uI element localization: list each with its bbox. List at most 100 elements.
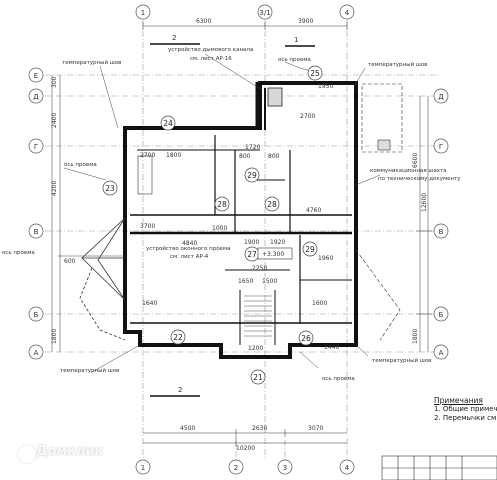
bay-roof bbox=[79, 217, 126, 341]
idim: 1000 bbox=[212, 225, 227, 232]
idim: 1960 bbox=[318, 255, 333, 262]
dim-top-6300: 6300 bbox=[196, 18, 211, 25]
idim: 3700 bbox=[140, 223, 155, 230]
idim: 1800 bbox=[166, 152, 181, 159]
callout-28a: 28 bbox=[217, 200, 227, 209]
dim-left-300: 300 bbox=[51, 76, 58, 88]
axis-top-2: 3/1 bbox=[259, 9, 270, 17]
dim-right-6600: 6600 bbox=[412, 153, 419, 168]
axis-bottom-2: 2 bbox=[234, 464, 238, 472]
idim: 1200 bbox=[248, 345, 263, 352]
dim-top-3900: 3900 bbox=[298, 18, 313, 25]
axis-left-g: Г bbox=[34, 143, 38, 151]
idim: 1920 bbox=[270, 239, 285, 246]
watermark-logo-icon bbox=[18, 445, 36, 463]
room-callout-labels: 23 24 25 26 27 28 28 29 29 21 22 bbox=[105, 69, 320, 382]
note-bay: устройство оконного проема bbox=[146, 245, 230, 252]
note-comm-shaft: коммуникационная шахта bbox=[370, 168, 447, 174]
interior-dimensions: 1950 2700 2700 1800 1720 800 800 4760 48… bbox=[64, 83, 339, 352]
axis-bottom-1: 1 bbox=[141, 464, 145, 472]
axis-left-a: А bbox=[34, 349, 39, 357]
callout-26: 26 bbox=[301, 334, 311, 343]
leader-lines bbox=[58, 53, 381, 373]
note-bay-sheet: см. лист АР-4 bbox=[170, 254, 209, 260]
annotation-labels: температурный шов устройство дымового ка… bbox=[2, 46, 461, 382]
section-mark-2-top: 2 bbox=[172, 34, 176, 42]
notes-item-2: 2. Перемычки см bbox=[434, 414, 497, 422]
idim: 800 bbox=[268, 153, 280, 160]
axis-left-v: В bbox=[34, 228, 39, 236]
callout-23: 23 bbox=[105, 184, 115, 193]
note-opening-bay: ось проема bbox=[2, 250, 35, 256]
callout-28b: 28 bbox=[267, 200, 277, 209]
dim-right-12600: 12600 bbox=[421, 193, 428, 212]
axis-left-e: Е bbox=[34, 72, 38, 80]
section-mark-2-bottom: 2 bbox=[178, 386, 182, 394]
axis-bottom-4: 4 bbox=[345, 464, 350, 472]
idim: 600 bbox=[64, 258, 76, 265]
callout-25: 25 bbox=[310, 69, 320, 78]
note-temp-seam-br: температурный шов bbox=[372, 357, 431, 364]
axis-labels: 1 3/1 4 1 2 3 4 Е Д Г В Б А Д Г В Б А bbox=[33, 9, 444, 472]
note-chimney-sheet: см. лист АР-16 bbox=[190, 56, 232, 62]
notes-item-1: 1. Общие примеча bbox=[434, 405, 497, 413]
axis-left-d: Д bbox=[33, 93, 39, 101]
elevation-mark: +3.300 bbox=[262, 251, 284, 258]
watermark-text: Домклик bbox=[36, 444, 104, 459]
building-walls bbox=[123, 81, 358, 359]
note-temp-seam-tr: температурный шов bbox=[368, 61, 427, 68]
callout-29a: 29 bbox=[247, 171, 257, 180]
door-frame bbox=[137, 155, 153, 195]
note-opening-top: ось проема bbox=[278, 57, 311, 63]
dim-right-1800: 1800 bbox=[412, 329, 419, 344]
callout-21: 21 bbox=[253, 373, 263, 382]
note-opening-left: ось проема bbox=[64, 162, 97, 168]
idim: 1440 bbox=[324, 344, 339, 351]
balcony bbox=[355, 83, 403, 341]
stairs bbox=[244, 295, 272, 337]
room-callout-circles bbox=[102, 65, 323, 385]
idim: 4840 bbox=[182, 240, 197, 247]
general-notes: Примечания 1. Общие примеча 2. Перемычки… bbox=[434, 396, 497, 423]
callout-29b: 29 bbox=[305, 245, 315, 254]
callout-27: 27 bbox=[247, 250, 257, 259]
axis-right-a: А bbox=[439, 349, 444, 357]
dim-bottom-3070: 3070 bbox=[308, 425, 323, 432]
idim: 2250 bbox=[252, 265, 267, 272]
dim-left-1800: 1800 bbox=[51, 329, 58, 344]
title-block bbox=[381, 455, 497, 480]
axis-grid bbox=[45, 20, 440, 460]
callout-24: 24 bbox=[163, 119, 173, 128]
idim: 2700 bbox=[300, 113, 315, 120]
idim: 2700 bbox=[140, 152, 155, 159]
dim-left-2400: 2400 bbox=[51, 113, 58, 128]
axis-right-g: Г bbox=[439, 143, 443, 151]
idim: 1900 bbox=[244, 239, 259, 246]
section-mark-1-top: 1 bbox=[294, 36, 298, 44]
section-marks: 2 1 2 bbox=[150, 34, 315, 397]
axis-right-b: Б bbox=[439, 311, 444, 319]
idim: 1600 bbox=[312, 300, 327, 307]
axis-right-d: Д bbox=[438, 93, 444, 101]
dim-bottom-total: 10200 bbox=[236, 445, 255, 452]
dim-bottom-4500: 4500 bbox=[180, 425, 195, 432]
note-temp-seam-bl: температурный шов bbox=[60, 367, 119, 374]
idim: 1720 bbox=[245, 144, 260, 151]
dim-bottom-2630: 2630 bbox=[252, 425, 267, 432]
note-chimney: устройство дымового канала bbox=[168, 46, 253, 53]
note-temp-seam-tl: температурный шов bbox=[62, 59, 121, 66]
chimney-block bbox=[267, 87, 283, 107]
axis-bubbles bbox=[28, 4, 449, 475]
notes-title: Примечания bbox=[434, 396, 483, 405]
idim: 1500 bbox=[262, 278, 277, 285]
note-opening-bottom: ось проема bbox=[322, 376, 355, 382]
callout-22: 22 bbox=[173, 333, 183, 342]
axis-bottom-3: 3 bbox=[283, 464, 287, 472]
elevation-mark-box bbox=[257, 247, 293, 260]
idim: 1650 bbox=[238, 278, 253, 285]
idim: 1640 bbox=[142, 300, 157, 307]
overall-dimensions: 6300 3900 4500 2630 3070 10200 300 2400 … bbox=[51, 18, 428, 452]
idim: 1950 bbox=[318, 83, 333, 90]
axis-left-b: Б bbox=[34, 311, 39, 319]
